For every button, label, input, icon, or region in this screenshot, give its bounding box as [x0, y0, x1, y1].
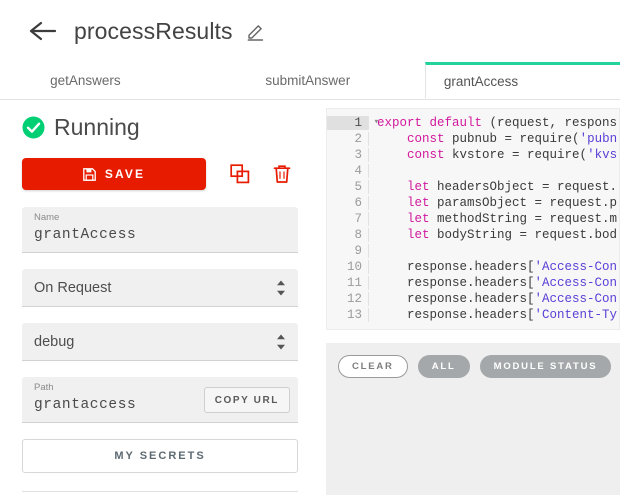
code-line-text: export default (request, respons	[377, 116, 618, 130]
tab-submitanswer[interactable]: submitAnswer	[265, 73, 351, 88]
path-field-value: grantaccess	[34, 397, 137, 413]
line-number: 11	[327, 276, 369, 290]
log-level-select[interactable]: debug	[22, 323, 298, 361]
code-line-text: response.headers['Access-Con	[377, 260, 618, 274]
code-line: 11 response.headers['Access-Con	[327, 275, 619, 291]
code-line-text: response.headers['Content-Ty	[377, 308, 618, 322]
tab-getanswers[interactable]: getAnswers	[50, 73, 121, 88]
trash-delete-icon[interactable]	[270, 162, 294, 186]
code-line: 12 response.headers['Access-Con	[327, 291, 619, 307]
code-line: 13 response.headers['Content-Ty	[327, 307, 619, 323]
action-row: SAVE	[22, 158, 298, 190]
chevron-updown-icon	[276, 333, 286, 351]
code-line: 2 const pubnub = require('pubn	[327, 131, 619, 147]
fold-arrow-icon[interactable]: ▾	[373, 117, 379, 127]
page-header: processResults	[0, 0, 620, 62]
code-line-text: response.headers['Access-Con	[377, 292, 618, 306]
code-line: 8 let bodyString = request.bod	[327, 227, 619, 243]
path-field-text: Path grantaccess	[34, 382, 136, 416]
name-field-label: Name	[34, 212, 60, 223]
pencil-edit-icon[interactable]	[246, 21, 266, 41]
code-line: 6 let paramsObject = request.p	[327, 195, 619, 211]
line-number: 3	[327, 148, 369, 162]
body-split: Running SAVE	[0, 100, 620, 495]
line-number: 1▾	[327, 116, 379, 130]
console-panel: CLEAR ALL MODULE STATUS CHA	[326, 343, 620, 495]
copy-url-button[interactable]: COPY URL	[203, 387, 290, 413]
floppy-save-icon	[83, 167, 96, 181]
line-number: 2	[327, 132, 369, 146]
code-line: 10 response.headers['Access-Con	[327, 259, 619, 275]
name-field[interactable]: Name grantAccess	[22, 207, 298, 253]
function-settings-panel: Running SAVE	[0, 100, 320, 495]
console-toolbar: CLEAR ALL MODULE STATUS CHA	[338, 355, 620, 378]
check-circle-icon	[22, 116, 45, 139]
status-row: Running	[22, 114, 298, 141]
code-line-text: let headersObject = request.	[407, 180, 618, 194]
line-number: 13	[327, 308, 369, 322]
code-line: 1▾export default (request, respons	[327, 115, 619, 131]
chevron-updown-icon	[276, 279, 286, 297]
code-line-text: response.headers['Access-Con	[377, 276, 618, 290]
event-type-select[interactable]: On Request	[22, 269, 298, 307]
path-field-label: Path	[34, 382, 54, 393]
code-line: 4	[327, 163, 619, 179]
line-number: 12	[327, 292, 369, 306]
save-button[interactable]: SAVE	[22, 158, 206, 190]
code-line-text: let bodyString = request.bod	[407, 228, 618, 242]
code-line: 7 let methodString = request.m	[327, 211, 619, 227]
log-level-value: debug	[34, 333, 75, 350]
line-number: 6	[327, 196, 369, 210]
line-number: 10	[327, 260, 369, 274]
code-line: 9	[327, 243, 619, 259]
line-number: 4	[327, 164, 369, 178]
path-field[interactable]: Path grantaccess COPY URL	[22, 377, 298, 423]
line-number: 8	[327, 228, 369, 242]
panel-divider	[22, 491, 298, 492]
event-type-value: On Request	[34, 279, 112, 296]
code-line: 5 let headersObject = request.	[327, 179, 619, 195]
back-arrow-icon[interactable]	[28, 16, 58, 46]
my-secrets-button[interactable]: MY SECRETS	[22, 439, 298, 473]
status-text: Running	[54, 114, 140, 140]
tab-grantaccess[interactable]: grantAccess	[424, 62, 620, 99]
console-clear-button[interactable]: CLEAR	[338, 355, 408, 378]
line-number: 9	[327, 244, 369, 258]
save-button-label: SAVE	[104, 167, 146, 181]
code-line: 3 const kvstore = require('kvs	[327, 147, 619, 163]
name-field-value: grantAccess	[34, 227, 137, 243]
page-title: processResults	[74, 17, 233, 44]
console-all-button[interactable]: ALL	[417, 355, 470, 378]
code-line-text: const kvstore = require('kvs	[407, 148, 618, 162]
console-module-status-button[interactable]: MODULE STATUS	[479, 355, 612, 378]
code-line-text: let methodString = request.m	[407, 212, 618, 226]
code-line-text: const pubnub = require('pubn	[407, 132, 618, 146]
code-line-text: let paramsObject = request.p	[407, 196, 618, 210]
tab-bar: getAnswers submitAnswer grantAccess	[0, 62, 620, 100]
copy-icon[interactable]	[228, 162, 252, 186]
line-number: 5	[327, 180, 369, 194]
line-number: 7	[327, 212, 369, 226]
